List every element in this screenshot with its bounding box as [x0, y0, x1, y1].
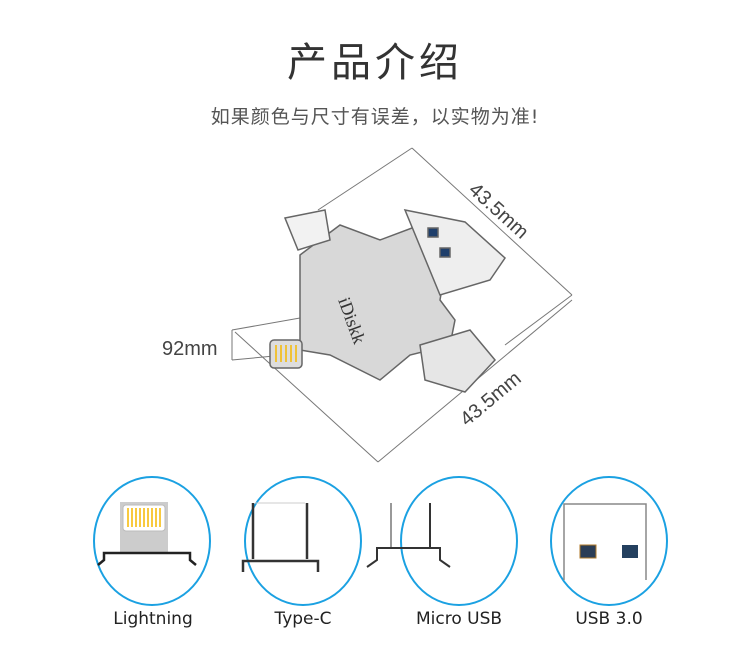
connector-label-typec: Type-C — [274, 609, 332, 629]
page-title: 产品介绍 — [287, 40, 463, 86]
typec-detail — [241, 502, 320, 572]
connector-label-lightning: Lightning — [113, 609, 193, 629]
connector-label-microusb: Micro USB — [415, 609, 503, 629]
usb-drive-image — [269, 208, 506, 393]
usb3-detail — [563, 503, 647, 580]
disclaimer: 如果颜色与尺寸有误差，以实物为准! — [210, 106, 540, 128]
lightning-detail — [97, 502, 197, 566]
microusb-detail — [366, 503, 451, 568]
dimension-height: 92mm — [162, 338, 218, 360]
connector-circles — [93, 476, 668, 606]
connector-label-usb3: USB 3.0 — [575, 609, 643, 629]
